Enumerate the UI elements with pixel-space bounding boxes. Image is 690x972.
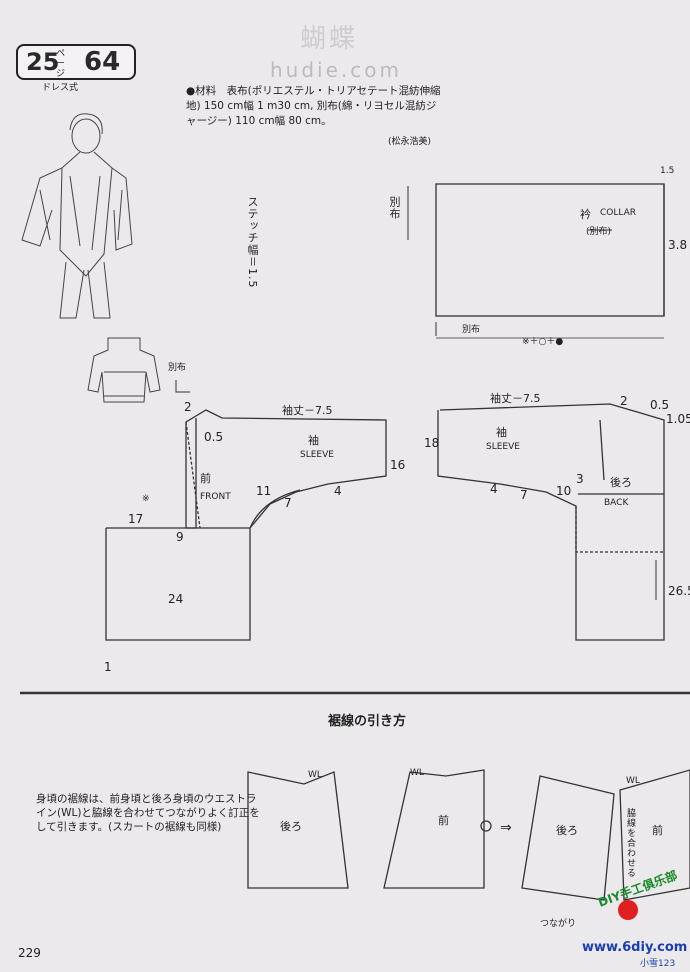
hem-back-piece — [247, 771, 349, 889]
designer-credit: (松永浩美) — [388, 137, 432, 147]
model-illustration — [21, 113, 133, 319]
front-body-en: FRONT — [200, 492, 231, 502]
hem-joined-back — [521, 775, 615, 901]
watermark-cn: 蝴蝶 — [300, 24, 359, 54]
front-sleeve-jp: 袖 — [308, 434, 319, 447]
collar-fabric-bottom: 別布 — [462, 325, 481, 335]
back-m05: 0.5 — [650, 398, 670, 412]
back-piece — [437, 403, 665, 641]
hem-joined-front — [619, 769, 690, 901]
connect-label: つながり — [540, 919, 577, 929]
hem-joined-front-label: 前 — [652, 824, 663, 837]
front-m05: 0.5 — [204, 430, 224, 444]
front-m4: 4 — [334, 484, 342, 498]
back-sleeve-jp: 袖 — [496, 426, 507, 439]
back-m18: 18 — [424, 436, 440, 450]
hem-description: 身頃の裾線は、前身頃と後ろ身頃のウエストライン(WL)と脇線を合わせてつながりよ… — [36, 793, 260, 833]
page-reference-badge: 25 ページ 64 — [16, 44, 136, 80]
back-m2: 2 — [620, 394, 628, 408]
hem-back-label: 後ろ — [280, 820, 302, 833]
front-piece — [105, 409, 387, 641]
collar-formula: ※＋○＋● — [522, 337, 564, 347]
back-body-en: BACK — [604, 498, 629, 508]
back-m10: 10 — [556, 484, 572, 498]
back-m3: 3 — [576, 472, 584, 486]
back-body-jp: 後ろ — [610, 476, 632, 489]
back-m105: 1.05 — [666, 412, 690, 426]
front-m1: 1 — [104, 660, 112, 674]
arrow-icon: ⇒ — [500, 820, 512, 836]
back-sleeve-length: 袖丈－7.5 — [490, 392, 541, 405]
front-m2: 2 — [184, 400, 192, 414]
logo-badge-icon — [618, 900, 638, 920]
collar-label-en: COLLAR — [600, 208, 637, 218]
hem-front-piece — [383, 769, 485, 889]
back-sleeve-en: SLEEVE — [486, 442, 520, 452]
collar-fabric-side: 別布 — [388, 196, 401, 220]
front-m16: 16 — [390, 458, 406, 472]
wl-label-3: WL — [626, 776, 640, 786]
collar-piece — [435, 183, 665, 317]
hem-joined-back-label: 後ろ — [556, 824, 578, 837]
materials-text: ●材料 表布(ポリエステル・トリアセテート混紡伸縮地) 150 cm幅 1 m3… — [186, 85, 441, 127]
uploader-tag: 小雪123 — [640, 959, 676, 969]
front-m7: 7 — [284, 496, 292, 510]
section-title: 裾線の引き方 — [328, 714, 407, 729]
front-mark: ※ — [142, 494, 150, 504]
style-label: ドレス式 — [42, 83, 79, 93]
collar-label-jp: 衿 — [580, 208, 591, 221]
front-sleeve-en: SLEEVE — [300, 450, 334, 460]
wl-label-1: WL — [308, 770, 322, 780]
front-m11: 11 — [256, 484, 272, 498]
front-fabric-label: 別布 — [168, 363, 187, 373]
site-url: www.6diy.com — [582, 940, 688, 955]
wl-label-2: WL — [410, 768, 424, 778]
collar-fabric: (別布) — [586, 227, 612, 237]
back-m265: 26.5 — [668, 584, 690, 598]
page-number: 229 — [18, 946, 41, 960]
watermark: hudie.com — [270, 58, 402, 82]
front-m17: 17 — [128, 512, 144, 526]
front-m9: 9 — [176, 530, 184, 544]
back-m4: 4 — [490, 482, 498, 496]
collar-dim-side: 3.8 — [668, 238, 688, 252]
pattern-number: 64 — [84, 47, 121, 77]
side-seam-note: 脇線を合わせる — [625, 808, 635, 878]
front-body-jp: 前 — [200, 472, 211, 485]
collar-dim-corner: 1.5 — [660, 166, 675, 176]
front-sleeve-length: 袖丈－7.5 — [282, 404, 333, 417]
stitch-width-note: ステッチ幅＝1.5 — [246, 196, 259, 289]
back-view-illustration — [87, 337, 161, 403]
hem-front-label: 前 — [438, 814, 449, 827]
page-number-left: 25 — [26, 48, 60, 76]
front-m24: 24 — [168, 592, 184, 606]
back-m7: 7 — [520, 488, 528, 502]
page-unit-label: ページ — [56, 49, 66, 79]
